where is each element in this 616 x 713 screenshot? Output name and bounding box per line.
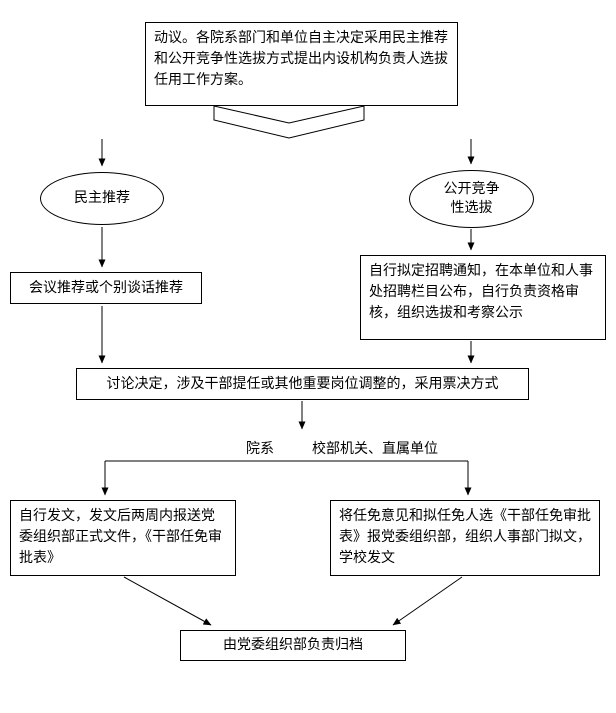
node-archive: 由党委组织部负责归档 [180,630,406,661]
node-proposal: 动议。各院系部门和单位自主决定采用民主推荐和公开竞争性选拔方式提出内设机构负责人… [145,22,458,106]
node-democratic-recommendation: 民主推荐 [40,172,164,225]
node-meeting-recommendation: 会议推荐或个别谈话推荐 [10,272,202,304]
down-block-arrow [213,105,365,139]
node-open-competitive-selection-text: 公开竞争性选拔 [443,181,500,216]
node-discussion-decision-text: 讨论决定，涉及干部提任或其他重要岗位调整的，采用票决方式 [106,375,499,392]
node-open-competitive-selection: 公开竞争性选拔 [409,170,534,228]
node-democratic-recommendation-text: 民主推荐 [74,190,130,207]
node-hq-issue-text: 将任免意见和拟任免人选《干部任免审批表》报党委组织部，组织人事部门拟文，学校发文 [339,508,591,566]
arrow-department-to-archive [123,576,212,626]
node-recruitment-notice: 自行拟定招聘通知，在本单位和人事处招聘栏目公布，自行负责资格审核，组织选拔和考察… [360,255,606,340]
node-department-self-issue-text: 自行发文，发文后两周内报送党委组织部正式文件，《干部任免审批表》 [19,508,222,566]
node-discussion-decision: 讨论决定，涉及干部提任或其他重要岗位调整的，采用票决方式 [76,368,529,400]
node-hq-issue: 将任免意见和拟任免人选《干部任免审批表》报党委组织部，组织人事部门拟文，学校发文 [330,500,600,576]
node-meeting-recommendation-text: 会议推荐或个别谈话推荐 [29,279,183,296]
node-recruitment-notice-text: 自行拟定招聘通知，在本单位和人事处招聘栏目公布，自行负责资格审核，组织选拔和考察… [369,263,593,321]
node-archive-text: 由党委组织部负责归档 [223,637,363,653]
branch-label-hq: 校部机关、直属单位 [312,441,438,457]
node-proposal-text: 动议。各院系部门和单位自主决定采用民主推荐和公开竞争性选拔方式提出内设机构负责人… [154,30,448,88]
node-department-self-issue: 自行发文，发文后两周内报送党委组织部正式文件，《干部任免审批表》 [10,500,236,576]
arrow-hq-to-archive [392,576,463,626]
branch-label-departments: 院系 [246,441,274,457]
